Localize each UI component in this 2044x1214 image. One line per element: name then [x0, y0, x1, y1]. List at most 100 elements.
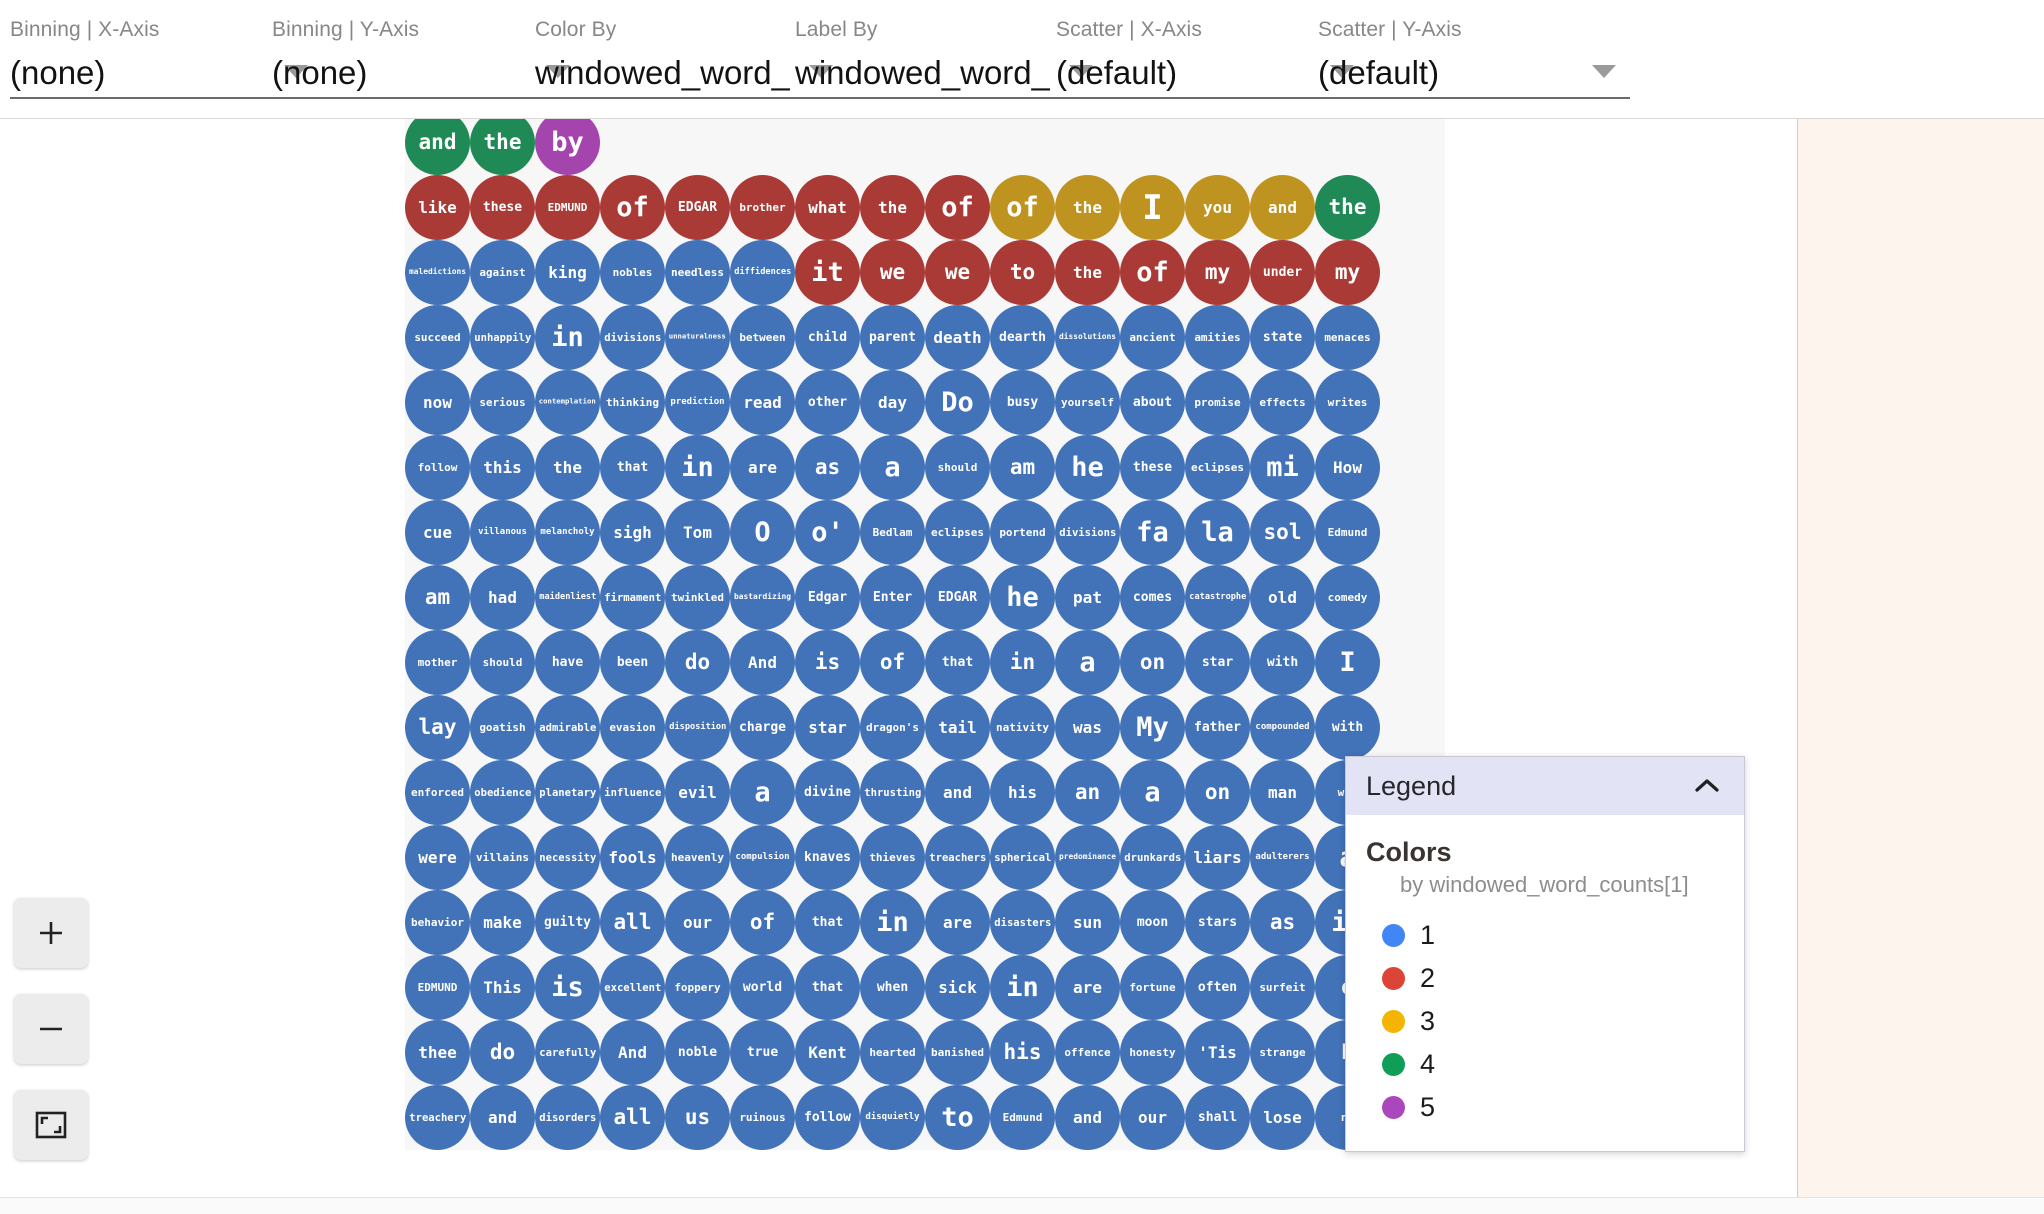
bubble-node[interactable]: Edmund: [1315, 500, 1380, 565]
bubble-node[interactable]: disasters: [990, 890, 1055, 955]
bubble-node[interactable]: ruinous: [730, 1085, 795, 1150]
bubble-node[interactable]: is: [535, 955, 600, 1020]
bubble-node[interactable]: an: [1055, 760, 1120, 825]
bubble-node[interactable]: are: [730, 435, 795, 500]
bubble-node[interactable]: villains: [470, 825, 535, 890]
selector-control-scatter-y-axis[interactable]: (default): [1318, 51, 1630, 99]
bubble-node[interactable]: king: [535, 240, 600, 305]
bubble-node[interactable]: sick: [925, 955, 990, 1020]
bubble-node[interactable]: like: [405, 175, 470, 240]
bubble-node[interactable]: carefully: [535, 1020, 600, 1085]
bubble-node[interactable]: a: [860, 435, 925, 500]
bubble-node[interactable]: were: [405, 825, 470, 890]
bubble-node[interactable]: drunkards: [1120, 825, 1185, 890]
bubble-node[interactable]: surfeit: [1250, 955, 1315, 1020]
bubble-node[interactable]: of: [925, 175, 990, 240]
bubble-node[interactable]: promise: [1185, 370, 1250, 435]
bubble-node[interactable]: maidenliest: [535, 565, 600, 630]
bubble-node[interactable]: that: [925, 630, 990, 695]
bubble-node[interactable]: the: [535, 435, 600, 500]
bubble-node[interactable]: excellent: [600, 955, 665, 1020]
bubble-node[interactable]: pat: [1055, 565, 1120, 630]
bubble-node[interactable]: menaces: [1315, 305, 1380, 370]
bubble-node[interactable]: diffidences: [730, 240, 795, 305]
bubble-node[interactable]: on: [1120, 630, 1185, 695]
bubble-node[interactable]: am: [990, 435, 1055, 500]
bubble-node[interactable]: melancholy: [535, 500, 600, 565]
bubble-node[interactable]: our: [1120, 1085, 1185, 1150]
bubble-node[interactable]: follow: [405, 435, 470, 500]
bubble-node[interactable]: unhappily: [470, 305, 535, 370]
bubble-node[interactable]: world: [730, 955, 795, 1020]
bubble-node[interactable]: a: [730, 760, 795, 825]
bubble-node[interactable]: necessity: [535, 825, 600, 890]
bubble-node[interactable]: true: [730, 1020, 795, 1085]
bubble-node[interactable]: other: [795, 370, 860, 435]
bubble-node[interactable]: his: [990, 760, 1055, 825]
bubble-node[interactable]: enforced: [405, 760, 470, 825]
bubble-node[interactable]: all: [600, 1085, 665, 1150]
bubble-node[interactable]: state: [1250, 305, 1315, 370]
bubble-node[interactable]: you: [1185, 175, 1250, 240]
bubble-node[interactable]: now: [405, 370, 470, 435]
bubble-node[interactable]: This: [470, 955, 535, 1020]
bubble-node[interactable]: banished: [925, 1020, 990, 1085]
selector-binning-y-axis[interactable]: Binning | Y-Axis(none): [272, 18, 584, 100]
bubble-node[interactable]: heavenly: [665, 825, 730, 890]
bubble-node[interactable]: and: [925, 760, 990, 825]
bubble-node[interactable]: in: [665, 435, 730, 500]
bubble-node[interactable]: yourself: [1055, 370, 1120, 435]
bubble-node[interactable]: and: [1055, 1085, 1120, 1150]
bubble-node[interactable]: death: [925, 305, 990, 370]
bubble-node[interactable]: effects: [1250, 370, 1315, 435]
bubble-node[interactable]: Bedlam: [860, 500, 925, 565]
bubble-node[interactable]: often: [1185, 955, 1250, 1020]
bubble-node[interactable]: guilty: [535, 890, 600, 955]
chevron-down-icon[interactable]: [809, 65, 833, 78]
bubble-node[interactable]: follow: [795, 1085, 860, 1150]
bubble-node[interactable]: father: [1185, 695, 1250, 760]
bubble-node[interactable]: My: [1120, 695, 1185, 760]
bubble-node[interactable]: was: [1055, 695, 1120, 760]
bubble-node[interactable]: EDMUND: [405, 955, 470, 1020]
bubble-node[interactable]: treachery: [405, 1085, 470, 1150]
bubble-node[interactable]: child: [795, 305, 860, 370]
bubble-node[interactable]: EDMUND: [535, 175, 600, 240]
bubble-node[interactable]: sigh: [600, 500, 665, 565]
bubble-node[interactable]: hearted: [860, 1020, 925, 1085]
bubble-node[interactable]: predominance: [1055, 825, 1120, 890]
bubble-node[interactable]: when: [860, 955, 925, 1020]
bubble-node[interactable]: O: [730, 500, 795, 565]
bubble-node[interactable]: I: [1120, 175, 1185, 240]
chevron-down-icon[interactable]: [1592, 65, 1616, 78]
bubble-node[interactable]: bastardizing: [730, 565, 795, 630]
bubble-node[interactable]: stars: [1185, 890, 1250, 955]
bubble-node[interactable]: compulsion: [730, 825, 795, 890]
bubble-node[interactable]: EDGAR: [665, 175, 730, 240]
selector-control-label-by[interactable]: windowed_word_c: [795, 51, 1107, 99]
bubble-node[interactable]: the: [860, 175, 925, 240]
bubble-node[interactable]: comedy: [1315, 565, 1380, 630]
bubble-node[interactable]: as: [1250, 890, 1315, 955]
bubble-node[interactable]: the: [470, 119, 535, 175]
legend-panel[interactable]: Legend Colors by windowed_word_counts[1]…: [1345, 756, 1745, 1152]
bubble-node[interactable]: by: [535, 119, 600, 175]
bubble-node[interactable]: we: [925, 240, 990, 305]
bubble-node[interactable]: goatish: [470, 695, 535, 760]
legend-item[interactable]: 4: [1382, 1043, 1744, 1086]
bubble-node[interactable]: between: [730, 305, 795, 370]
bubble-node[interactable]: of: [730, 890, 795, 955]
bubble-node[interactable]: should: [925, 435, 990, 500]
chevron-down-icon[interactable]: [284, 65, 308, 78]
bubble-node[interactable]: unnaturalness: [665, 305, 730, 370]
bubble-node[interactable]: fortune: [1120, 955, 1185, 1020]
bubble-node[interactable]: nobles: [600, 240, 665, 305]
zoom-in-button[interactable]: [14, 898, 88, 968]
legend-item[interactable]: 3: [1382, 1000, 1744, 1043]
bubble-node[interactable]: obedience: [470, 760, 535, 825]
bubble-node[interactable]: and: [470, 1085, 535, 1150]
bubble-node[interactable]: EDGAR: [925, 565, 990, 630]
